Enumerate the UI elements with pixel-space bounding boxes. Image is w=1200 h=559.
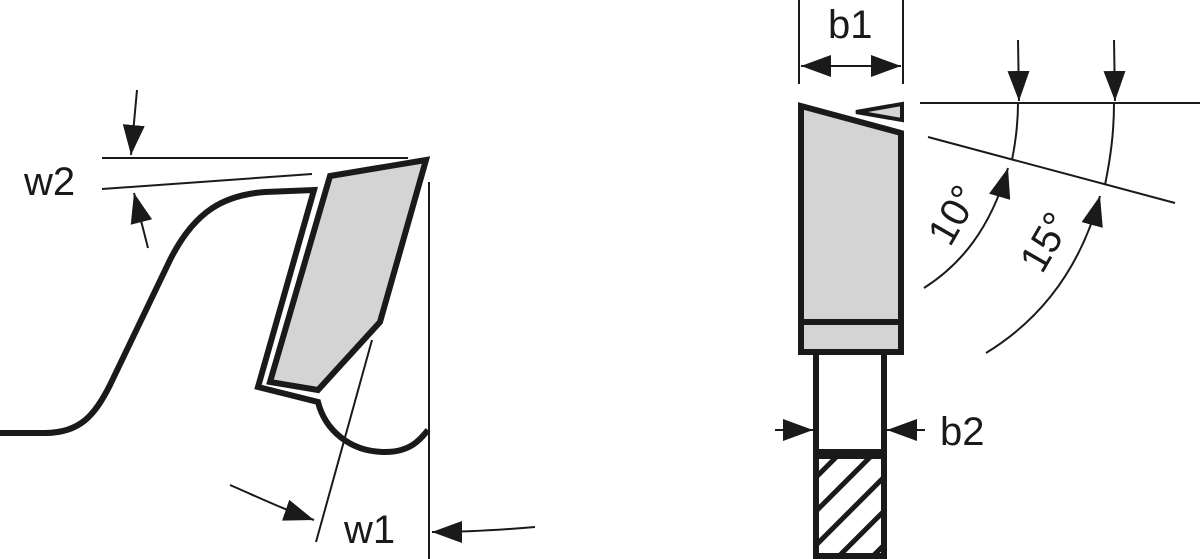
angle-slanted-line: [927, 136, 1176, 204]
front-view: b1 b2 10° 15°: [775, 0, 1200, 559]
w2-bottom-line: [101, 173, 313, 190]
b2-label: b2: [940, 410, 985, 454]
side-view: w2 w1: [0, 89, 536, 559]
blade-body-front: [813, 349, 887, 455]
w2-arrow-down: [122, 89, 145, 156]
w1-arrow-left: [229, 484, 315, 521]
arc-15-deg: [1104, 102, 1115, 186]
arc-15-bottom-arrow: [985, 195, 1103, 354]
arc-15-top-arrow: [1103, 39, 1126, 102]
w1-label: w1: [343, 508, 395, 552]
carbide-tip: [266, 156, 431, 394]
carbide-tip-front: [798, 102, 904, 355]
w1-angled-line: [315, 339, 373, 543]
arc-10-top-arrow: [1007, 39, 1030, 102]
arc-10-deg: [1011, 102, 1019, 161]
w2-arrow-up: [130, 192, 153, 249]
b1-label: b1: [828, 3, 873, 47]
arc-10-bottom-arrow: [923, 167, 1011, 289]
blade-body-outline: [0, 186, 431, 456]
w1-arrow-right: [431, 520, 536, 543]
angle-10-label: 10°: [920, 178, 988, 252]
w2-label: w2: [23, 160, 75, 204]
top-bevel-triangle: [855, 101, 904, 123]
blade-section-hatched: [813, 453, 887, 559]
